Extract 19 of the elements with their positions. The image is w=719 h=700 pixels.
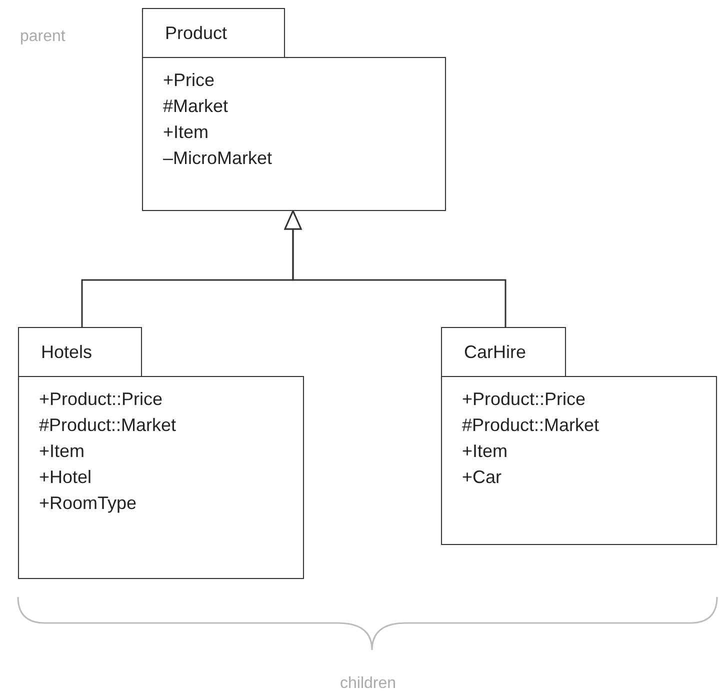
attribute-text: #Market bbox=[163, 95, 230, 118]
group-label: parent bbox=[20, 28, 66, 46]
attribute-text: +Car bbox=[462, 466, 503, 489]
attribute-text: +Hotel bbox=[39, 466, 93, 489]
attribute-text: +Price bbox=[163, 69, 216, 92]
attribute-text: +RoomType bbox=[39, 492, 138, 515]
attribute-text: +Item bbox=[39, 440, 86, 463]
attribute-text: #Product::Market bbox=[462, 414, 600, 437]
package-tab: CarHire bbox=[441, 327, 566, 376]
attribute-text: +Item bbox=[462, 440, 509, 463]
package-tab: Hotels bbox=[18, 327, 142, 376]
group-label: children bbox=[340, 675, 396, 693]
attribute-text: #Product::Market bbox=[39, 414, 178, 437]
attribute-text: +Product::Price bbox=[462, 388, 587, 411]
generalization-arrow bbox=[284, 210, 506, 327]
attribute-text: +Item bbox=[163, 121, 210, 144]
package-tab: Product bbox=[142, 8, 285, 57]
attribute-text: +Product::Price bbox=[39, 388, 164, 411]
attribute-text: –MicroMarket bbox=[163, 147, 274, 170]
